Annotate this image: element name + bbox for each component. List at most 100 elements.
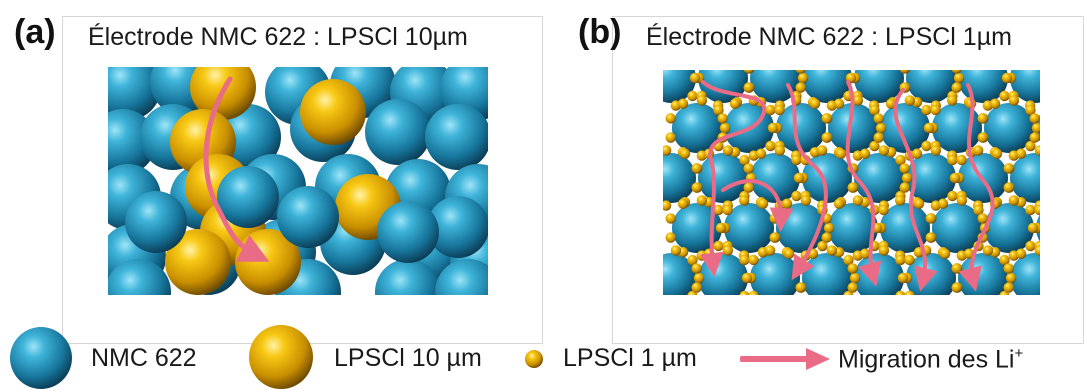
panel-b-label: (b) [578, 13, 622, 51]
lpscl-1-particle [835, 148, 847, 159]
lpscl-1-particle [847, 282, 858, 293]
legend-label-lpscl-1: LPSCl 1 µm [563, 344, 697, 372]
lpscl-1-particle [833, 98, 845, 109]
nmc-particle [750, 70, 800, 103]
lpscl-1-particle [821, 132, 832, 143]
lpscl-1-particle [1029, 132, 1040, 143]
lpscl-1-particle [722, 204, 733, 216]
lpscl-1-particle [679, 148, 691, 159]
lpscl-1-particle [755, 148, 767, 159]
lpscl-1-particle [899, 70, 910, 74]
lpscl-1-particle [687, 90, 698, 102]
panel-b-particle-packing [663, 70, 1040, 295]
lpscl-1-particle [670, 245, 682, 256]
lpscl-1-particle [1034, 245, 1040, 256]
lpscl-1-particle [795, 70, 806, 74]
lpscl-1-particle [665, 113, 676, 124]
li-migration-arrow [699, 80, 767, 277]
lpscl-1-particle [1025, 104, 1036, 116]
lpscl-1-particle [821, 232, 832, 243]
legend-label-migration-text: Migration des Li [838, 345, 1015, 374]
lpscl-1-particle [687, 254, 698, 266]
lpscl-1-particle [739, 154, 750, 166]
lpscl-1-particle [743, 182, 754, 193]
small-gold-sphere-icon [525, 350, 543, 368]
legend-label-migration: Migration des Li+ [838, 346, 1023, 372]
lpscl-1-particle [765, 104, 776, 116]
lpscl-1-particle [869, 140, 880, 152]
lpscl-1-particle [897, 272, 909, 284]
lpscl-1-particle [795, 82, 806, 93]
lpscl-1-particle [689, 72, 701, 84]
lpscl-1-particle [982, 245, 994, 256]
nmc-particle [427, 196, 488, 258]
lpscl-1-particle [913, 198, 925, 209]
lpscl-1-particle [713, 240, 724, 252]
lpscl-1-particle [748, 254, 759, 266]
lpscl-1-particle [973, 204, 984, 216]
nmc-particle [377, 201, 439, 263]
lpscl-1-particle [901, 172, 913, 184]
lpscl-1-particle [809, 98, 821, 109]
lpscl-1-particle [1008, 195, 1020, 206]
lpscl-1-particle [729, 98, 741, 109]
li-migration-arrow [786, 83, 828, 281]
lpscl-1-particle [693, 272, 705, 284]
lpscl-1-particle [899, 163, 910, 174]
lpscl-1-particle [1015, 248, 1027, 259]
lpscl-1-particle [743, 82, 754, 93]
lpscl-1-particle [951, 70, 962, 74]
lpscl-1-particle [816, 145, 828, 156]
lpscl-1-particle [677, 98, 689, 109]
panel-a-particle-packing [108, 67, 488, 295]
lpscl-1-particle [826, 245, 838, 256]
nmc-particle [776, 103, 826, 153]
lpscl-1-particle [977, 213, 988, 224]
gold-sphere-icon [249, 325, 313, 389]
lpscl-1-particle [956, 195, 968, 206]
lpscl-1-particle [722, 245, 734, 256]
nmc-particle [1010, 253, 1040, 295]
nmc-particle [365, 99, 431, 165]
lpscl-1-particle [833, 198, 845, 209]
lpscl-1-particle [1003, 182, 1014, 193]
lpscl-1-particle [956, 154, 967, 166]
lpscl-1-particle [951, 82, 962, 93]
legend-label-lpscl-10: LPSCl 10 µm [334, 344, 482, 372]
lpscl-1-particle [1001, 72, 1013, 84]
nmc-particle [217, 166, 279, 228]
lpscl-1-particle [696, 195, 708, 206]
arrow-icon [740, 348, 830, 370]
lpscl-1-particle [781, 198, 793, 209]
lpscl-1-particle [722, 145, 734, 156]
lpscl-1-particle [800, 195, 812, 206]
lpscl-1-particle [1005, 272, 1017, 284]
nmc-particle [125, 191, 187, 253]
lpscl-1-particle [869, 104, 880, 116]
nmc-particle [906, 153, 956, 203]
lpscl-1-particle [972, 145, 984, 156]
lpscl-1-particle [823, 222, 835, 234]
lpscl-1-particle [873, 132, 884, 143]
lpscl-1-particle [1003, 282, 1014, 293]
lpscl-1-particle [757, 198, 769, 209]
lpscl-1-particle [930, 145, 942, 156]
lpscl-1-particle [769, 232, 780, 243]
lpscl-1-particle [991, 148, 1003, 159]
nmc-particle [672, 103, 722, 153]
li-migration-arrow [893, 88, 938, 292]
lpscl-1-particle [817, 240, 828, 252]
lpscl-1-particle [977, 132, 988, 143]
nmc-particle [802, 70, 852, 103]
lpscl-1-particle [791, 154, 802, 166]
lpscl-1-particle [852, 95, 864, 106]
lpscl-1-particle [852, 195, 864, 206]
lpscl-1-particle [895, 290, 906, 295]
lpscl-1-particle [946, 95, 958, 106]
legend-label-migration-superscript: + [1014, 345, 1024, 362]
nmc-particle [1010, 153, 1040, 203]
lpscl-1-particle [894, 195, 906, 206]
lpscl-1-particle [925, 232, 936, 243]
lpscl-1-particle [739, 254, 750, 266]
lpscl-1-particle [663, 200, 672, 211]
